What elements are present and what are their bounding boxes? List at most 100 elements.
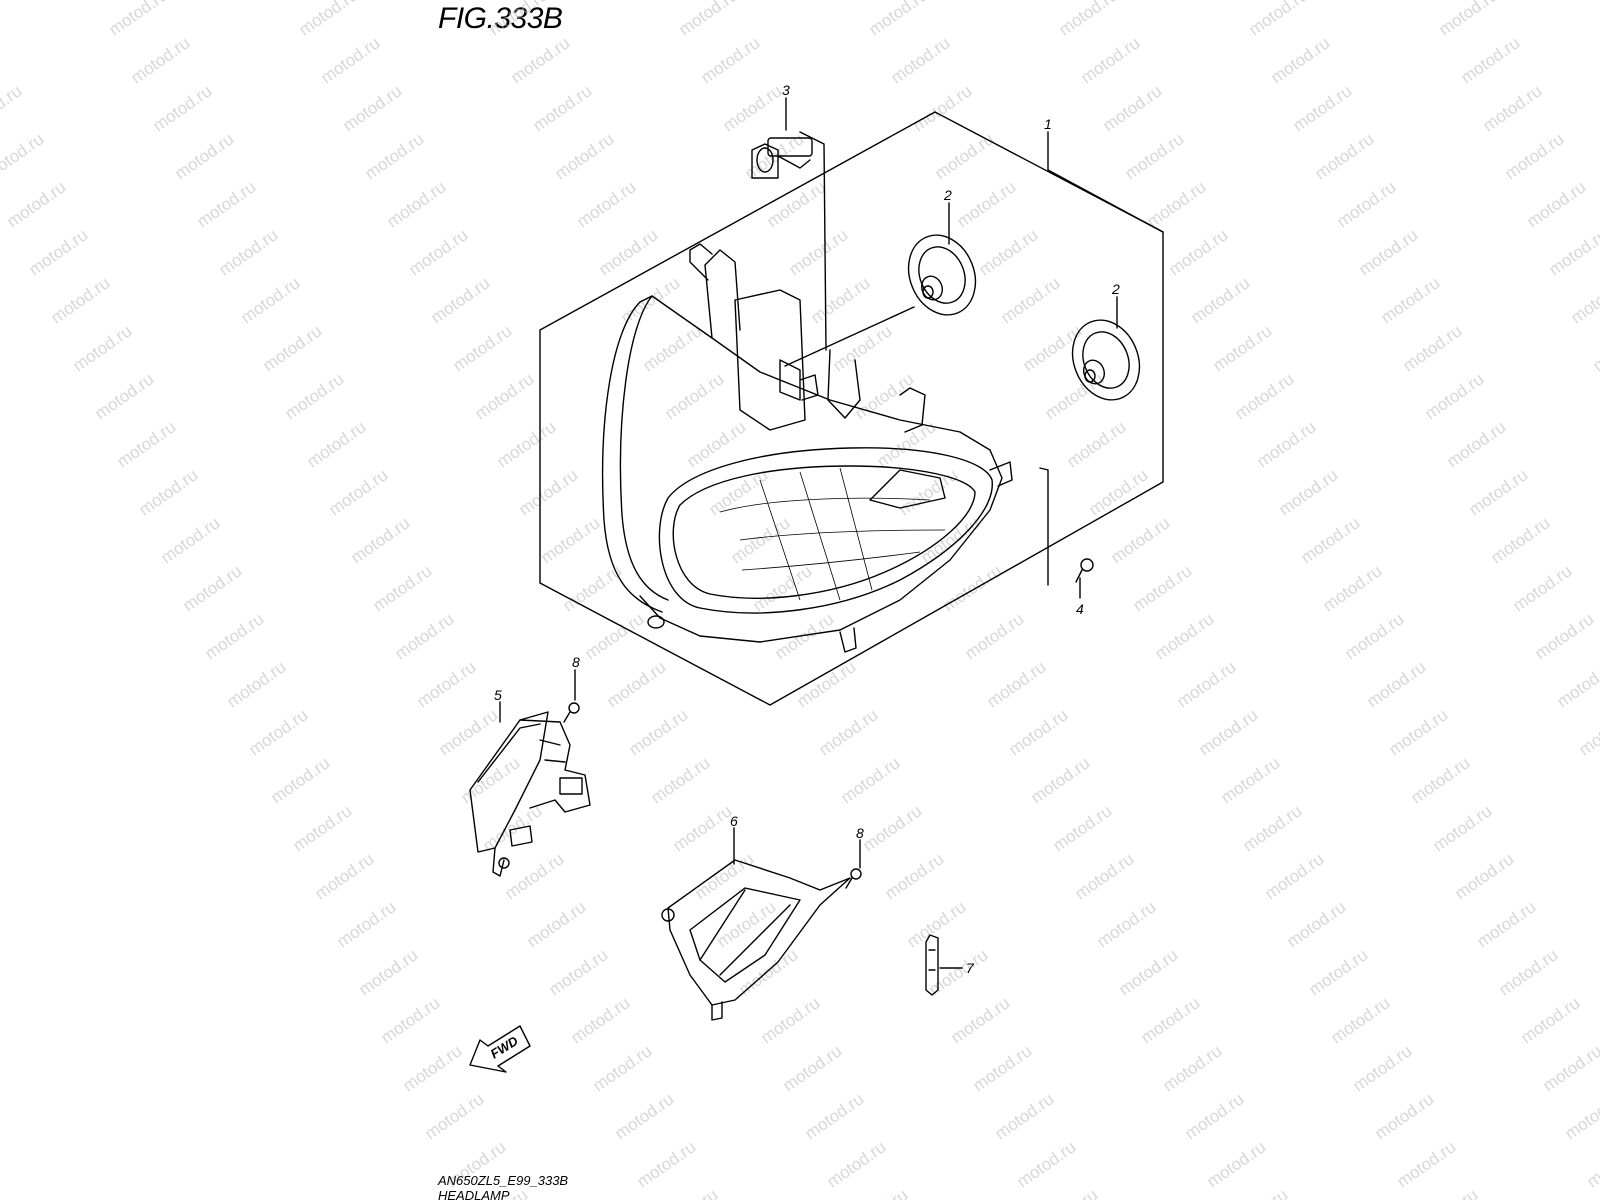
- watermark-text: motod.ru: [127, 33, 193, 87]
- callout-4: 4: [1076, 601, 1084, 617]
- watermark-text: motod.ru: [697, 33, 763, 87]
- watermark-text: motod.ru: [1107, 513, 1173, 567]
- watermark-text: motod.ru: [1311, 129, 1377, 183]
- watermark-text: motod.ru: [1137, 993, 1203, 1047]
- watermark-text: motod.ru: [683, 417, 749, 471]
- part-screw-8-lower[interactable]: [845, 868, 862, 889]
- watermark-text: motod.ru: [1377, 273, 1443, 327]
- watermark-text: motod.ru: [1209, 321, 1275, 375]
- watermark-text: motod.ru: [1415, 1185, 1481, 1200]
- watermark-text: motod.ru: [421, 1089, 487, 1143]
- watermark-text: motod.ru: [507, 33, 573, 87]
- watermark-text: motod.ru: [793, 657, 859, 711]
- watermark-text: motod.ru: [1217, 753, 1283, 807]
- watermark-text: motod.ru: [1319, 561, 1385, 615]
- watermark-text: motod.ru: [691, 849, 757, 903]
- watermark-text: motod.ru: [1195, 705, 1261, 759]
- watermark-text: motod.ru: [567, 993, 633, 1047]
- callout-8-upper: 8: [572, 654, 580, 670]
- callout-2-lower: 2: [1111, 281, 1120, 297]
- watermark-text: motod.ru: [493, 417, 559, 471]
- watermark-text: motod.ru: [779, 1041, 845, 1095]
- figure-code: AN650ZL5_E99_333B: [438, 1173, 569, 1188]
- watermark-text: motod.ru: [449, 321, 515, 375]
- watermark-text: motod.ru: [1509, 561, 1575, 615]
- part-rubber-cap-upper[interactable]: [897, 225, 987, 325]
- part-headlamp-assembly[interactable]: [601, 243, 1013, 653]
- watermark-text: motod.ru: [763, 177, 829, 231]
- part-screw-8-upper[interactable]: [563, 702, 580, 723]
- watermark-text: motod.ru: [865, 0, 931, 39]
- watermark-text: motod.ru: [719, 81, 785, 135]
- watermark-text: motod.ru: [1355, 225, 1421, 279]
- watermark-text: motod.ru: [435, 705, 501, 759]
- part-rubber-cap-lower[interactable]: [1061, 310, 1151, 410]
- watermark-text: motod.ru: [1013, 1137, 1079, 1191]
- watermark-text: motod.ru: [501, 849, 567, 903]
- watermark-text: motod.ru: [757, 993, 823, 1047]
- watermark-text: motod.ru: [413, 657, 479, 711]
- watermark-text: motod.ru: [961, 609, 1027, 663]
- callout-6: 6: [730, 813, 738, 829]
- watermark-text: motod.ru: [1583, 1137, 1600, 1191]
- watermark-text: motod.ru: [669, 801, 735, 855]
- watermark-text: motod.ru: [1407, 753, 1473, 807]
- watermark-text: motod.ru: [859, 801, 925, 855]
- watermark-text: motod.ru: [325, 465, 391, 519]
- callout-2-upper: 2: [943, 187, 952, 203]
- watermark-text: motod.ru: [1341, 609, 1407, 663]
- watermark-text: motod.ru: [625, 705, 691, 759]
- watermark-text: motod.ru: [515, 465, 581, 519]
- watermark-text: motod.ru: [1121, 129, 1187, 183]
- watermark-text: motod.ru: [1085, 465, 1151, 519]
- part-clip[interactable]: [925, 934, 939, 996]
- callout-3: 3: [782, 82, 790, 98]
- watermark-text: motod.ru: [1517, 993, 1583, 1047]
- watermark-text: motod.ru: [903, 897, 969, 951]
- watermark-text: motod.ru: [1159, 1041, 1225, 1095]
- callout-5: 5: [494, 687, 502, 703]
- watermark-text: motod.ru: [1055, 0, 1121, 39]
- watermark-text: motod.ru: [639, 321, 705, 375]
- watermark-text: motod.ru: [193, 177, 259, 231]
- watermark-text: motod.ru: [91, 369, 157, 423]
- figure-name: HEADLAMP: [438, 1188, 510, 1203]
- watermark-text: motod.ru: [1181, 1089, 1247, 1143]
- watermark-text: motod.ru: [317, 33, 383, 87]
- part-position-lamp-left[interactable]: [469, 711, 591, 877]
- watermark-text: motod.ru: [611, 1089, 677, 1143]
- watermark-text: motod.ru: [1399, 321, 1465, 375]
- watermark-text: motod.ru: [947, 993, 1013, 1047]
- watermark-text: motod.ru: [1297, 513, 1363, 567]
- watermark-text: motod.ru: [0, 81, 25, 135]
- watermark-text: motod.ru: [931, 129, 997, 183]
- watermark-text: motod.ru: [1063, 417, 1129, 471]
- watermark-text: motod.ru: [1275, 465, 1341, 519]
- watermark-text: motod.ru: [1553, 657, 1600, 711]
- watermark-text: motod.ru: [391, 609, 457, 663]
- watermark-text: motod.ru: [991, 1089, 1057, 1143]
- watermark-text: motod.ru: [1071, 849, 1137, 903]
- watermark-text: motod.ru: [887, 33, 953, 87]
- watermark-text: motod.ru: [179, 561, 245, 615]
- watermark-text: motod.ru: [523, 897, 589, 951]
- watermark-text: motod.ru: [1005, 705, 1071, 759]
- watermark-text: motod.ru: [837, 753, 903, 807]
- watermark-text: motod.ru: [237, 273, 303, 327]
- watermark-text: motod.ru: [647, 753, 713, 807]
- watermark-text: motod.ru: [399, 1041, 465, 1095]
- watermark-text: motod.ru: [267, 753, 333, 807]
- watermark-text: motod.ru: [529, 81, 595, 135]
- watermark-text: motod.ru: [361, 129, 427, 183]
- part-bulb[interactable]: [751, 137, 813, 179]
- watermark-text: motod.ru: [1231, 369, 1297, 423]
- watermark-text: motod.ru: [1487, 513, 1553, 567]
- part-position-lamp-right[interactable]: [661, 859, 851, 1021]
- part-screw-4[interactable]: [1075, 558, 1094, 583]
- callout-1: 1: [1044, 116, 1052, 132]
- watermark-text: motod.ru: [1589, 321, 1600, 375]
- watermark-text: motod.ru: [1561, 1089, 1600, 1143]
- watermark-text: motod.ru: [1151, 609, 1217, 663]
- watermark-text: motod.ru: [135, 465, 201, 519]
- watermark-text: motod.ru: [997, 273, 1063, 327]
